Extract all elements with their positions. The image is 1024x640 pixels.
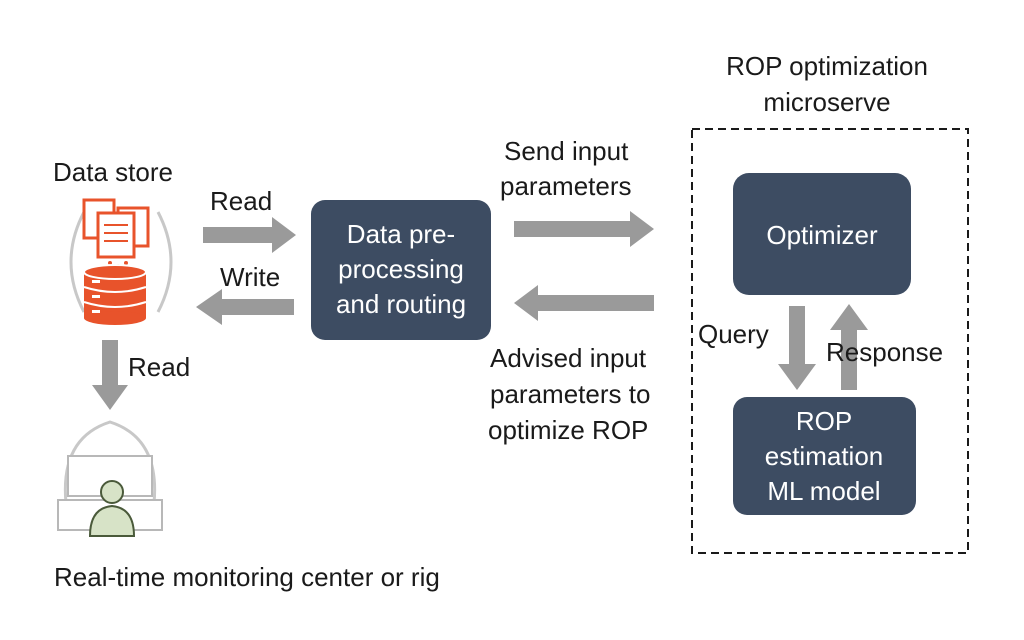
preprocessing-line-1: Data pre- [347, 219, 455, 249]
send-label-line-2: parameters [500, 171, 632, 201]
advised-label-line-3: optimize ROP [488, 415, 648, 445]
send-label-line-1: Send input [504, 136, 629, 166]
send-input-arrow [514, 211, 654, 247]
read-down-arrow-label: Read [128, 352, 190, 382]
ml-model-line-2: estimation [765, 441, 884, 471]
write-arrow [196, 289, 294, 325]
ml-model-line-3: ML model [767, 476, 880, 506]
advised-input-arrow [514, 285, 654, 321]
read-down-arrow [92, 340, 128, 410]
database-with-documents-icon [69, 198, 173, 325]
monitoring-label: Real-time monitoring center or rig [54, 562, 440, 592]
response-arrow [830, 304, 868, 390]
microservice-title-line-2: microserve [763, 87, 890, 117]
microservice-container [691, 128, 969, 554]
preprocessing-line-3: and routing [336, 289, 466, 319]
query-label: Query [698, 319, 769, 349]
preprocessing-box [311, 200, 491, 340]
read-arrow-label: Read [210, 186, 272, 216]
microservice-title-line-1: ROP optimization [726, 51, 928, 81]
preprocessing-line-2: processing [338, 254, 464, 284]
query-arrow [778, 306, 816, 390]
optimizer-label: Optimizer [766, 220, 878, 250]
optimizer-box [733, 173, 911, 295]
advised-label-line-1: Advised input [490, 343, 647, 373]
data-store-label: Data store [53, 157, 173, 187]
person-at-monitor-icon [57, 420, 163, 537]
ml-model-box [733, 397, 916, 515]
advised-label-line-2: parameters to [490, 379, 650, 409]
read-arrow [203, 217, 296, 253]
response-label: Response [826, 337, 943, 367]
ml-model-line-1: ROP [796, 406, 852, 436]
write-arrow-label: Write [220, 262, 280, 292]
